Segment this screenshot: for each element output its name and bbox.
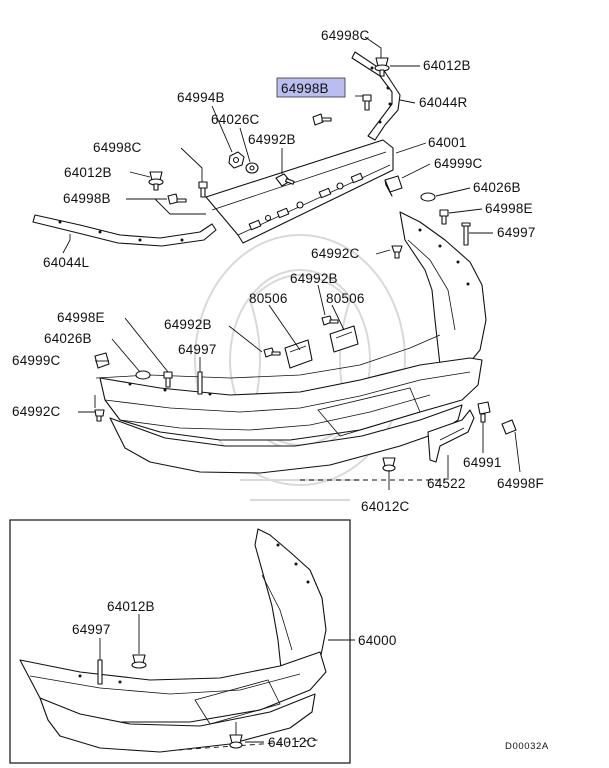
label-64999c-right: 64999C xyxy=(434,156,483,171)
retainer-64999c-right-icon xyxy=(384,175,403,197)
screw-64992b-b-icon xyxy=(321,315,339,326)
label-64012c-inset: 64012C xyxy=(268,735,317,750)
label-64992c-left: 64992C xyxy=(12,404,61,419)
nut-64994b-icon xyxy=(228,151,245,169)
bumper-cover-main xyxy=(95,211,487,481)
side-strip-64044l xyxy=(32,214,217,247)
screw-64998f-icon xyxy=(501,419,517,435)
label-80506-a: 80506 xyxy=(249,291,288,306)
label-64994b: 64994B xyxy=(177,90,225,105)
pin-64997-inset-icon xyxy=(97,659,103,685)
highlight-box xyxy=(276,77,346,98)
label-64998b-left: 64998B xyxy=(63,191,111,206)
clip-64012b-top-icon xyxy=(374,57,390,77)
label-80506-b: 80506 xyxy=(326,291,365,306)
inset-box xyxy=(9,519,355,764)
pin-64997-right-icon xyxy=(461,222,471,246)
clip-64012b-inset-icon xyxy=(131,654,147,669)
label-64001: 64001 xyxy=(428,135,467,150)
pin-64997-mid-icon xyxy=(197,371,203,395)
washer-64026b-right-icon xyxy=(420,192,436,202)
label-64997-inset: 64997 xyxy=(72,622,111,637)
screw-64998b-top-icon xyxy=(362,94,372,111)
label-64991: 64991 xyxy=(463,455,502,470)
screw-64992b-c-icon xyxy=(263,347,281,358)
bracket-80506-b-icon xyxy=(329,325,359,353)
label-64000: 64000 xyxy=(358,633,397,648)
clip-64991-icon xyxy=(477,401,491,423)
clip-64012c-inset-icon xyxy=(229,734,243,749)
label-64992b-a: 64992B xyxy=(248,132,296,147)
screw-64998c-left-icon xyxy=(198,181,208,198)
clip-64012b-left-icon xyxy=(148,171,164,191)
label-64998e-right: 64998E xyxy=(485,201,533,216)
label-64026b-right: 64026B xyxy=(473,180,521,195)
label-64998e-left: 64998E xyxy=(57,310,105,325)
label-64992b-b: 64992B xyxy=(290,271,338,286)
screw-64992b-a-icon xyxy=(275,173,295,187)
leader-lines xyxy=(62,36,521,490)
bracket-80506-a-icon xyxy=(284,339,313,369)
label-64026c: 64026C xyxy=(211,112,260,127)
reinforcement-64001 xyxy=(205,139,394,244)
label-64997-right: 64997 xyxy=(497,225,536,240)
screw-64998e-left-icon xyxy=(163,371,173,388)
screw-64992c-mid-icon xyxy=(391,245,403,259)
label-64998c-top: 64998C xyxy=(321,28,370,43)
label-64522: 64522 xyxy=(427,476,466,491)
retainer-64999c-left-icon xyxy=(94,352,110,369)
clip-64012c-mid-icon xyxy=(382,457,396,472)
label-64012b-inset: 64012B xyxy=(107,599,155,614)
label-64992c-mid: 64992C xyxy=(311,246,360,261)
label-64997-mid: 64997 xyxy=(178,342,217,357)
washer-64026c-icon xyxy=(245,162,259,174)
screw-64998b-left-icon xyxy=(167,193,187,205)
washer-64026b-left-icon xyxy=(135,370,151,380)
screw-64998c-center-icon xyxy=(312,113,332,126)
label-64044l: 64044L xyxy=(43,255,90,270)
labels: 64998C 64012B 64998B 64044R 64994B 64026… xyxy=(12,28,549,752)
screw-64998e-right-icon xyxy=(439,209,449,225)
bracket-64522-icon xyxy=(427,409,475,463)
label-64999c-left: 64999C xyxy=(12,353,61,368)
label-64992b-c: 64992B xyxy=(164,317,212,332)
label-64044r: 64044R xyxy=(419,95,468,110)
label-64026b-left: 64026B xyxy=(44,331,92,346)
label-64012b-left: 64012B xyxy=(64,165,112,180)
label-64998b-highlight[interactable]: 64998B xyxy=(281,81,329,96)
diagram-code: D00032A xyxy=(505,741,549,752)
label-64012c-mid: 64012C xyxy=(361,499,410,514)
screw-64992c-left-icon xyxy=(94,409,105,422)
label-64998c-left: 64998C xyxy=(93,140,142,155)
label-64998f: 64998F xyxy=(497,476,544,491)
label-64012b-top: 64012B xyxy=(423,58,471,73)
